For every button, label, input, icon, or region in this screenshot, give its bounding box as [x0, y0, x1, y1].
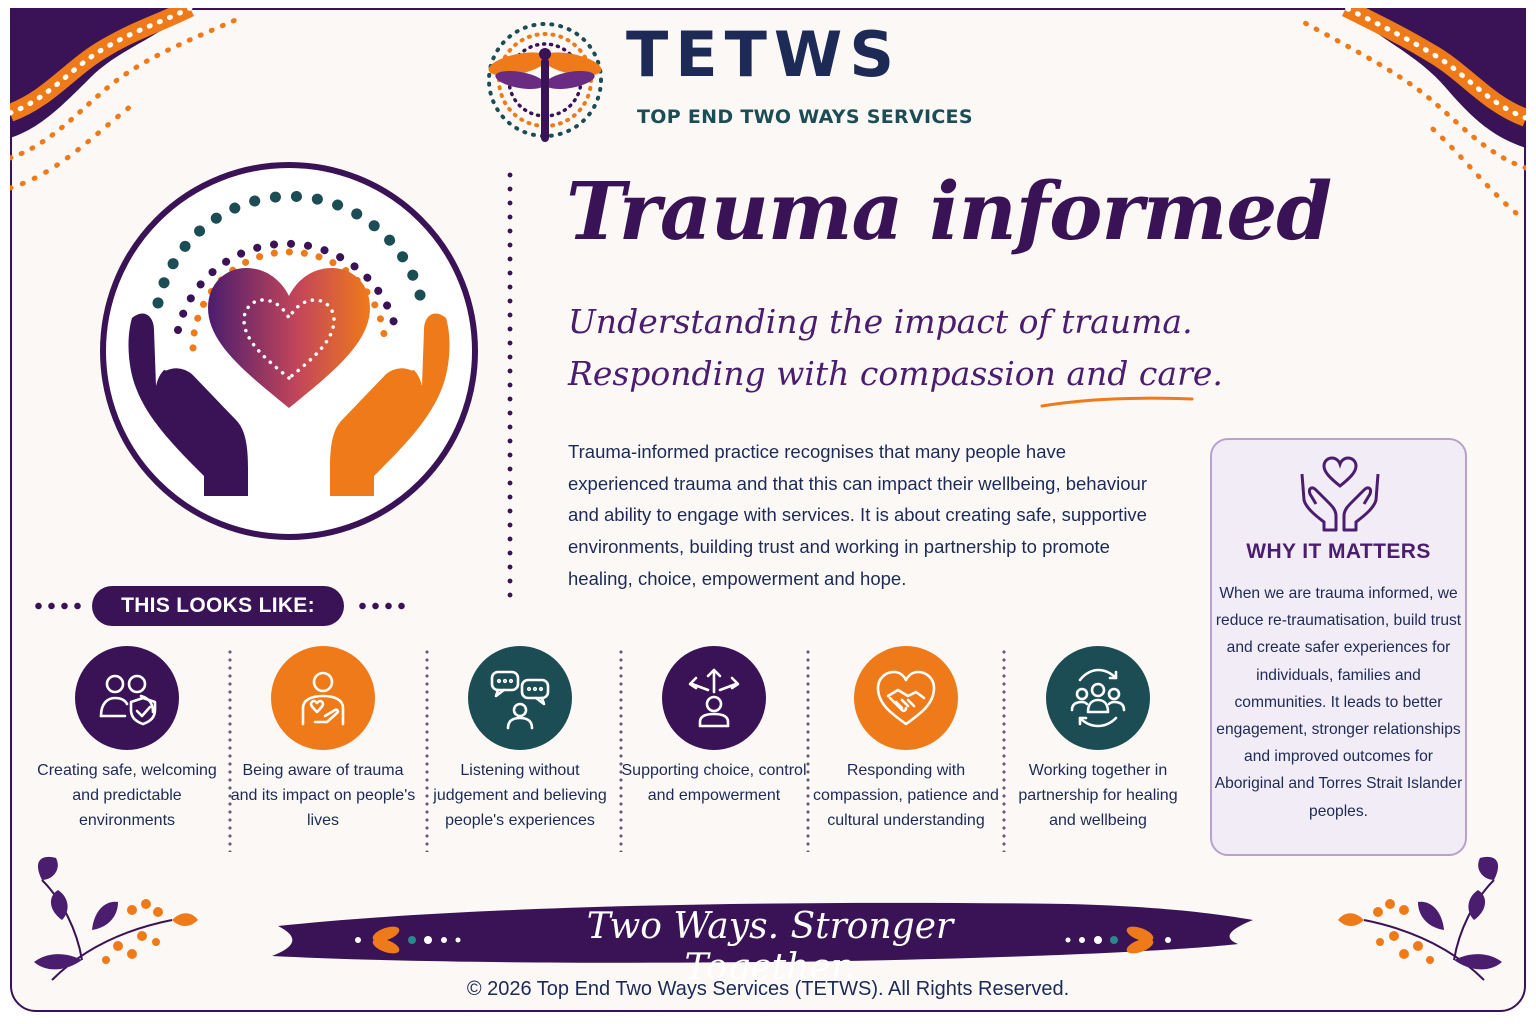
feature-label: Being aware of trauma and its impact on … [230, 762, 416, 829]
right-leaf-decoration [1338, 856, 1502, 981]
top-right-dot-art [1293, 8, 1526, 216]
vertical-dotted-divider [507, 168, 513, 598]
feature-listening: Listening without judgement and believin… [425, 646, 615, 833]
feature-label: Listening without judgement and believin… [433, 762, 607, 829]
hands-holding-heart-icon [100, 162, 478, 540]
feature-divider [1002, 648, 1006, 852]
why-it-matters-text: When we are trauma informed, we reduce r… [1214, 585, 1463, 820]
copyright-notice: © 2026 Top End Two Ways Services (TETWS)… [466, 978, 1070, 1000]
slogan-banner [272, 902, 1253, 963]
group-cycle-icon [1046, 646, 1150, 750]
looks-like-heading: THIS LOOKS LIKE: [92, 586, 344, 626]
person-hand-heart-icon [271, 646, 375, 750]
feature-label: Responding with compassion, patience and… [813, 762, 999, 829]
feature-compassion: Responding with compassion, patience and… [811, 646, 1001, 833]
page-title: Trauma informed [566, 164, 1332, 258]
feature-label: Working together in partnership for heal… [1018, 762, 1178, 829]
person-choice-arrows-icon [662, 646, 766, 750]
hands-heart-icon [1300, 456, 1380, 532]
feature-partnership: Working together in partnership for heal… [1003, 646, 1193, 833]
tagline: Understanding the impact of trauma. Resp… [568, 296, 1223, 400]
brand-name: TETWS [626, 18, 901, 91]
feature-choice: Supporting choice, control and empowerme… [619, 646, 809, 808]
why-it-matters-title: WHY IT MATTERS [1246, 540, 1431, 563]
feature-divider [228, 648, 232, 852]
decorative-dots-left [32, 601, 84, 611]
tagline-underline [1040, 396, 1194, 408]
dragonfly-logo-icon [487, 22, 603, 142]
left-leaf-decoration [34, 856, 198, 981]
feature-safe-environments: Creating safe, welcoming and predictable… [32, 646, 222, 833]
feature-divider [806, 648, 810, 852]
handshake-heart-icon [854, 646, 958, 750]
feature-label: Creating safe, welcoming and predictable… [37, 762, 217, 829]
why-it-matters-card [1210, 438, 1467, 856]
feature-divider [619, 648, 623, 852]
brand-subtitle: TOP END TWO WAYS SERVICES [637, 106, 973, 128]
tagline-line-2: Responding with compassion and care. [568, 354, 1223, 393]
people-shield-icon [75, 646, 179, 750]
decorative-dots-right [356, 601, 408, 611]
feature-divider [425, 648, 429, 852]
people-speech-bubbles-icon [468, 646, 572, 750]
tagline-line-1: Understanding the impact of trauma. [568, 302, 1193, 341]
slogan-text: Two Ways. Stronger Together. [586, 906, 954, 988]
intro-paragraph: Trauma-informed practice recognises that… [568, 441, 1147, 589]
feature-trauma-awareness: Being aware of trauma and its impact on … [228, 646, 418, 833]
feature-label: Supporting choice, control and empowerme… [621, 762, 807, 804]
top-left-dot-art [10, 8, 243, 191]
